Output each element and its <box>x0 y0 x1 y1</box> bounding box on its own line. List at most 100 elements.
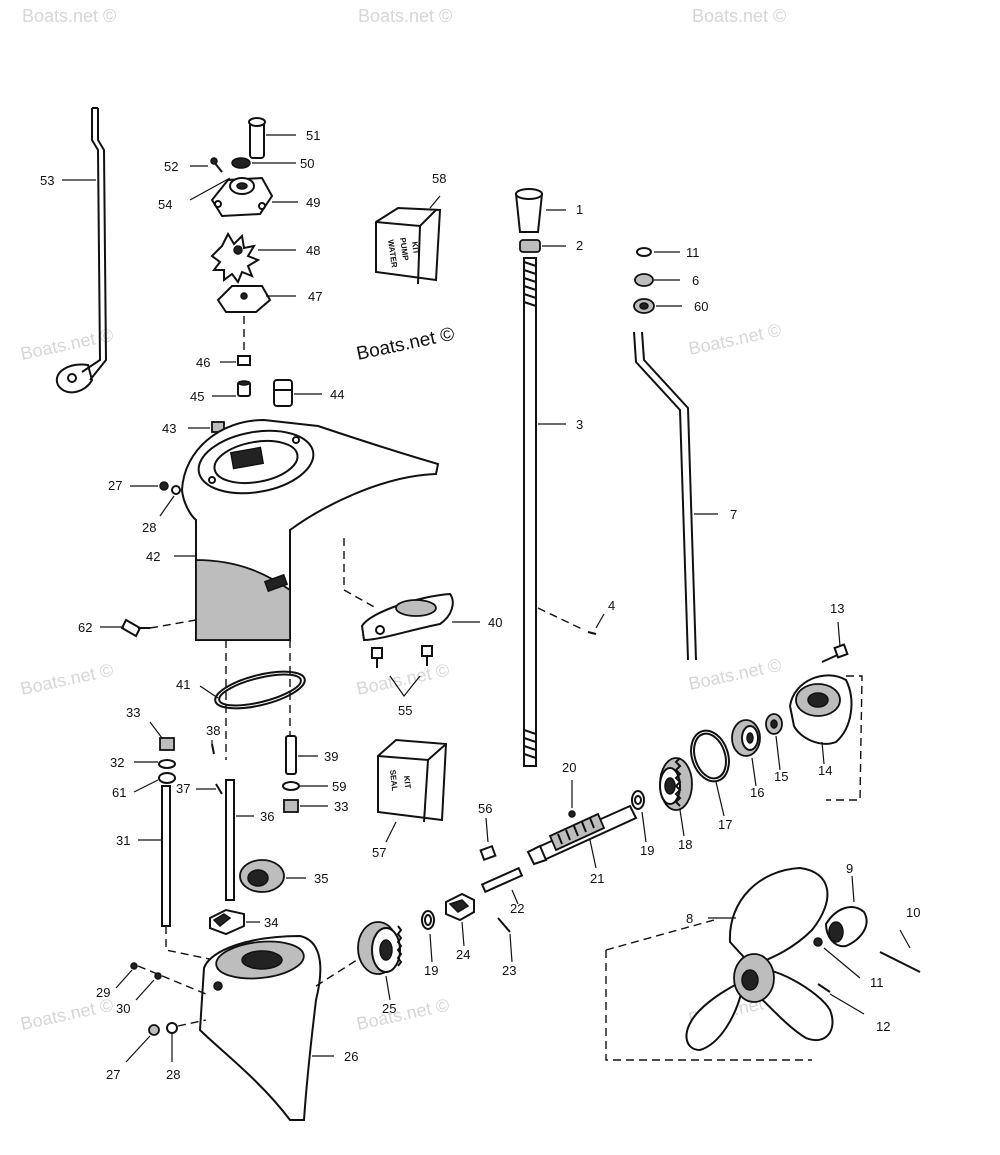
callout-43: 43 <box>162 421 176 436</box>
watermark-faint: Boats.net © <box>687 320 783 359</box>
callout-12: 12 <box>876 1019 890 1034</box>
callout-44: 44 <box>330 387 344 402</box>
callout-29: 29 <box>96 985 110 1000</box>
bearing-carrier-14 <box>788 674 853 765</box>
nut-27-bottom <box>125 1024 160 1063</box>
callout-52: 52 <box>164 159 178 174</box>
callout-35: 35 <box>314 871 328 886</box>
thrust-washer-19-left <box>421 910 435 963</box>
callout-3: 3 <box>576 417 583 432</box>
callout-37: 37 <box>176 781 190 796</box>
callout-2: 2 <box>576 238 583 253</box>
screw-62 <box>100 618 197 638</box>
callout-8: 8 <box>686 911 693 926</box>
bushing-6 <box>634 273 680 287</box>
callout-21: 21 <box>590 871 604 886</box>
callout-14: 14 <box>818 763 832 778</box>
spring-22 <box>480 866 524 905</box>
seal-2 <box>519 239 566 253</box>
callout-23: 23 <box>502 963 516 978</box>
callout-10: 10 <box>906 905 920 920</box>
callout-17: 17 <box>718 817 732 832</box>
callout-26: 26 <box>344 1049 358 1064</box>
washer-61 <box>133 772 176 793</box>
callout-4: 4 <box>608 598 615 613</box>
kit-box-text: WATER <box>386 239 399 268</box>
watermarks: Boats.net © Boats.net © Boats.net © Boat… <box>19 6 787 1034</box>
clutch-24 <box>445 892 475 947</box>
shift-rod-53 <box>55 107 108 394</box>
watermark-faint: Boats.net © <box>687 655 783 694</box>
anode-40 <box>360 592 480 642</box>
retainer-56 <box>479 817 497 862</box>
callout-7: 7 <box>730 507 737 522</box>
callout-22: 22 <box>510 901 524 916</box>
callout-16: 16 <box>750 785 764 800</box>
watermark-faint: Boats.net © <box>22 6 116 26</box>
washer-59 <box>282 781 328 791</box>
pin-4 <box>537 607 605 635</box>
callout-38: 38 <box>206 723 220 738</box>
callout-50: 50 <box>300 156 314 171</box>
stud-39 <box>285 735 318 775</box>
callout-34: 34 <box>264 915 278 930</box>
callout-labels: 1 2 3 4 6 7 8 9 10 11 11 12 13 14 15 16 … <box>40 128 920 1082</box>
kit-box-text: SEAL <box>388 769 399 791</box>
plug-29 <box>115 962 207 995</box>
callout-33-left: 33 <box>126 705 140 720</box>
washer-32 <box>134 759 176 769</box>
reverse-gear-18 <box>659 757 693 837</box>
callout-19-right: 19 <box>640 843 654 858</box>
pin-23 <box>497 917 513 963</box>
callout-11-prop: 11 <box>870 975 884 990</box>
propeller-8 <box>685 866 834 1052</box>
callout-28-top: 28 <box>142 520 156 535</box>
nut-33-left <box>149 721 175 751</box>
bearing-35 <box>239 859 306 893</box>
callout-40: 40 <box>488 615 502 630</box>
propeller-shaft-21 <box>526 804 638 869</box>
kit-box-text: PUMP <box>398 237 410 262</box>
drive-shaft-3 <box>523 257 566 767</box>
bushing-45 <box>212 380 251 397</box>
kit-box-text: KIT <box>410 241 421 255</box>
watermark-faint: Boats.net © <box>19 660 115 699</box>
callout-42: 42 <box>146 549 160 564</box>
callout-51: 51 <box>306 128 320 143</box>
callout-6: 6 <box>692 273 699 288</box>
forward-gear-25 <box>315 921 403 1001</box>
callout-56: 56 <box>478 801 492 816</box>
watermark-faint: Boats.net © <box>692 6 786 26</box>
seal-15 <box>765 713 783 771</box>
callout-1: 1 <box>576 202 583 217</box>
grommet-44 <box>273 379 322 407</box>
prop-nut-9 <box>824 875 868 948</box>
callout-48: 48 <box>306 243 320 258</box>
watermark-faint: Boats.net © <box>355 660 451 699</box>
bushing-1 <box>514 188 566 233</box>
callout-13: 13 <box>830 601 844 616</box>
washer-28-bottom <box>166 1019 207 1062</box>
callout-36: 36 <box>260 809 274 824</box>
callout-49: 49 <box>306 195 320 210</box>
callout-60: 60 <box>694 299 708 314</box>
callout-57: 57 <box>372 845 386 860</box>
nut-46 <box>220 355 251 366</box>
callout-25: 25 <box>382 1001 396 1016</box>
callout-20: 20 <box>562 760 576 775</box>
washer-30 <box>135 972 162 1001</box>
callout-19-left: 19 <box>424 963 438 978</box>
callout-32: 32 <box>110 755 124 770</box>
shift-shaft-36 <box>225 779 254 901</box>
kit-box-text: KIT <box>402 775 412 789</box>
screw-52 <box>190 157 223 173</box>
callout-28-bottom: 28 <box>166 1067 180 1082</box>
washer-11-prop <box>813 937 861 979</box>
callout-30: 30 <box>116 1001 130 1016</box>
callout-53: 53 <box>40 173 54 188</box>
seal-50 <box>231 157 296 169</box>
watermark-faint: Boats.net © <box>355 995 451 1034</box>
watermark-faint: Boats.net © <box>19 995 115 1034</box>
impeller-48 <box>210 231 296 285</box>
washer-28-top <box>159 485 181 517</box>
